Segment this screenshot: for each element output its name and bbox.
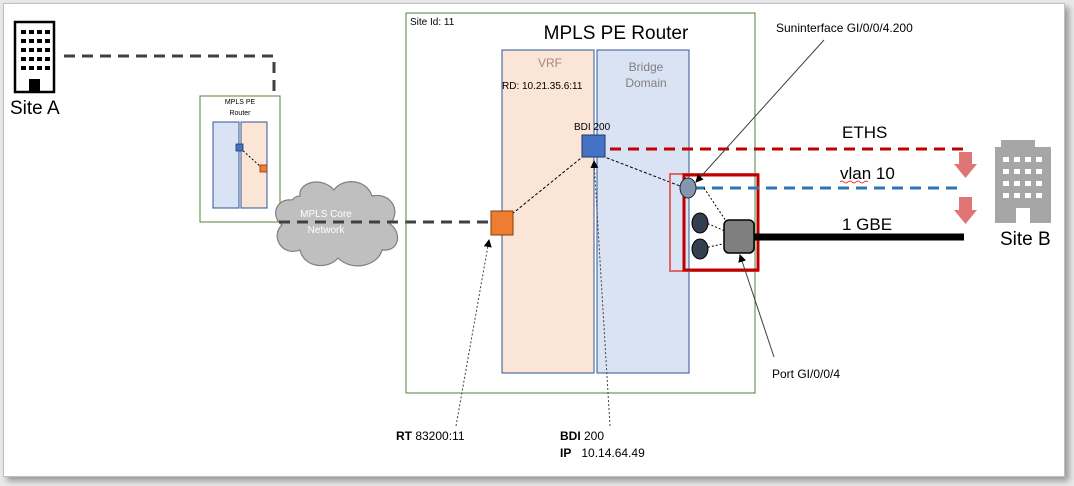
rt-callout-label: RT 83200:11	[396, 429, 465, 443]
bdi-blue-node	[581, 134, 606, 158]
subinterface-port-icon	[679, 177, 697, 199]
bridge-domain-column	[596, 49, 690, 374]
bridge-domain-label-line1: Bridge	[629, 60, 664, 74]
subinterface-callout-label: Suninterface GI/0/0/4.200	[776, 21, 913, 35]
cloud-label-line2: Network	[308, 225, 346, 236]
vlan-label: vlan 10	[840, 164, 895, 183]
port-group-inner-box	[682, 173, 760, 272]
pe-router-title: MPLS PE Router	[544, 23, 689, 44]
rd-label: RD: 10.21.35.6:11	[502, 81, 583, 92]
port-icon	[691, 238, 709, 260]
port-icon	[691, 212, 709, 234]
small-router-label-line1: MPLS PE	[225, 99, 256, 106]
port-fanout-link	[703, 187, 733, 231]
port-callout-label: Port GI/0/0/4	[772, 367, 840, 381]
site-a-label: Site A	[10, 98, 60, 119]
down-arrow-icon	[954, 197, 977, 224]
pe-router-box	[405, 12, 756, 394]
rt-callout-line	[455, 239, 492, 427]
network-diagram: Site A MPLS PE Router MPLS Core Network …	[10, 12, 1051, 460]
down-arrow-icon	[954, 152, 977, 178]
physical-port-icon	[723, 219, 755, 254]
bdi-callout-line	[590, 160, 611, 427]
port-fanout-link	[703, 241, 733, 249]
rt-callout-bold: RT	[396, 429, 413, 443]
site-a-building-icon	[13, 20, 56, 94]
site-b-building-icon	[995, 140, 1051, 223]
small-router-label-line2: Router	[229, 110, 251, 117]
small-router-blue-node	[235, 143, 244, 152]
site-b-label: Site B	[1000, 229, 1051, 250]
eths-label: ETHS	[842, 123, 887, 142]
rt-callout-value: 83200:11	[412, 429, 465, 443]
gbe-label: 1 GBE	[842, 215, 892, 234]
ip-callout-value: 10.14.64.49	[571, 446, 645, 460]
cloud-label-line1: MPLS Core	[300, 209, 352, 220]
bdi-to-subinterface-link	[601, 155, 681, 187]
bdi-callout-bold: BDI	[560, 429, 581, 443]
small-pe-router: MPLS PE Router	[199, 95, 281, 223]
subinterface-callout-line	[695, 39, 825, 183]
vrf-column	[501, 49, 595, 374]
bridge-domain-label-line2: Domain	[625, 76, 666, 90]
bdi-node-label: BDI 200	[574, 122, 611, 133]
port-callout-line	[738, 254, 775, 358]
vlan-spellcheck-underline	[839, 180, 869, 184]
bdi-callout-value: 200	[581, 429, 605, 443]
ip-callout-bold: IP	[560, 446, 571, 460]
mpls-core-cloud-icon: MPLS Core Network	[275, 181, 399, 267]
bdi-callout-label: BDI 200	[560, 429, 604, 443]
ip-callout-label: IP 10.14.64.49	[560, 446, 645, 460]
vrf-label: VRF	[538, 56, 562, 70]
small-router-orange-node	[259, 164, 268, 173]
pe-router-site-id: Site Id: 11	[410, 17, 455, 28]
rt-to-bdi-link	[511, 153, 587, 215]
rt-orange-node	[490, 210, 514, 236]
diagram-frame: Site A MPLS PE Router MPLS Core Network …	[3, 3, 1065, 477]
